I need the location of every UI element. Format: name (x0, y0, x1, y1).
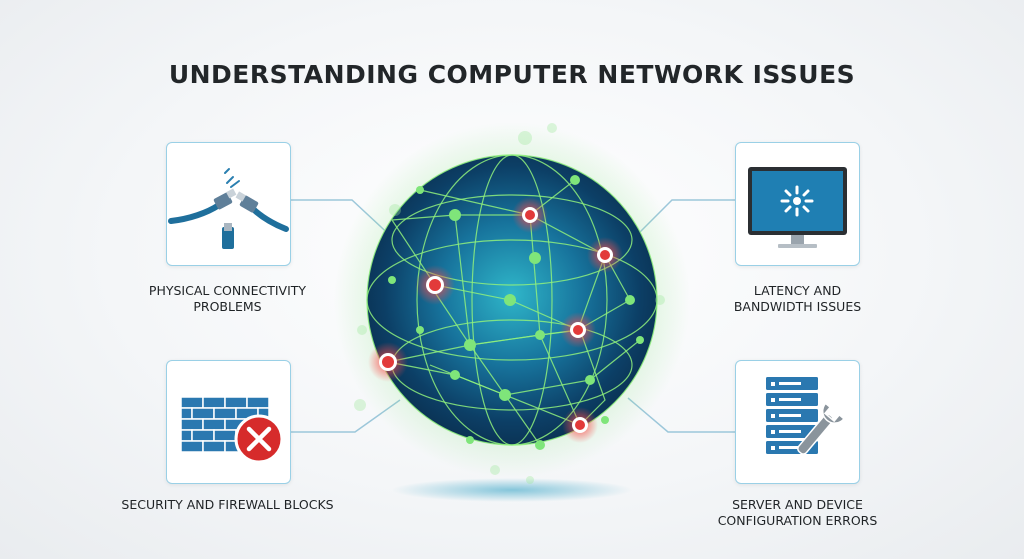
server-wrench-icon (766, 377, 845, 455)
firewall-blocked-icon (180, 396, 284, 464)
security-firewall-label: SECURITY AND FIREWALL BLOCKS (121, 497, 334, 512)
network-nodes (388, 175, 644, 450)
server-configuration-card (735, 360, 860, 484)
physical-connectivity-label: PHYSICAL CONNECTIVITY PROBLEMS (148, 283, 307, 314)
alert-node (368, 342, 408, 382)
page-title: UNDERSTANDING COMPUTER NETWORK ISSUES (168, 60, 856, 89)
server-configuration-label: SERVER AND DEVICE CONFIGURATION ERRORS (717, 497, 878, 528)
alert-node (587, 237, 623, 273)
latency-bandwidth-card (735, 142, 860, 266)
alert-node (562, 407, 598, 443)
broken-cable-icon (168, 168, 289, 249)
latency-bandwidth-label: LATENCY AND BANDWIDTH ISSUES (733, 283, 862, 314)
alert-node (560, 312, 596, 348)
alert-node (415, 265, 455, 305)
physical-connectivity-card (166, 142, 291, 266)
alert-node (512, 197, 548, 233)
floating-bubbles (354, 123, 665, 484)
security-firewall-card (166, 360, 291, 484)
alert-nodes (368, 197, 623, 443)
monitor-loading-icon (748, 167, 847, 248)
globe-shadow (392, 478, 632, 502)
